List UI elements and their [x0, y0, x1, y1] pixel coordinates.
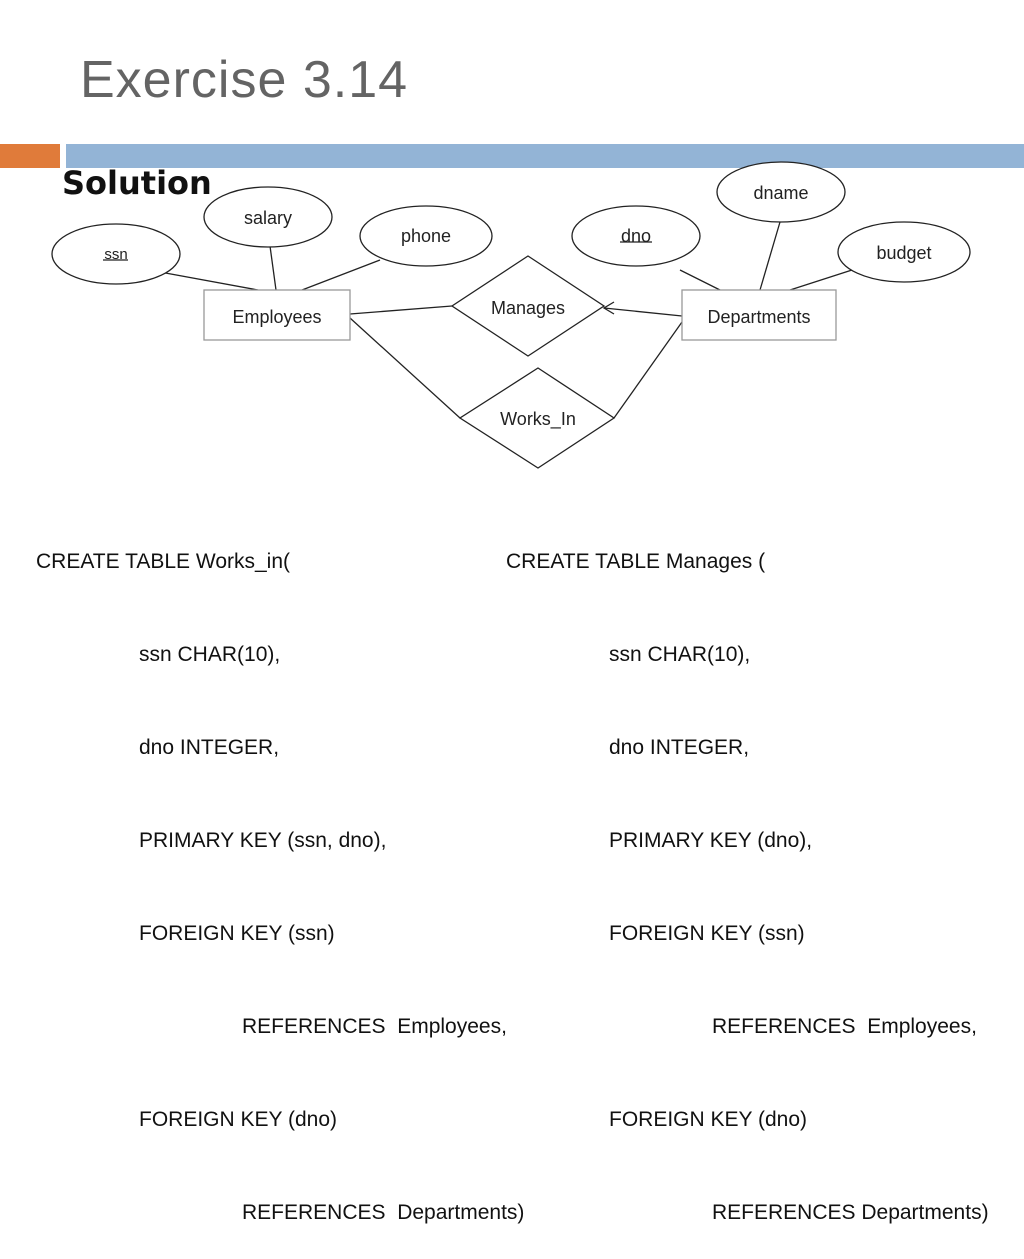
- entity-departments: [681, 289, 837, 341]
- accent-bar-orange: [0, 144, 60, 168]
- connector-ssn-employees: [159, 271, 259, 291]
- attribute-dno: [571, 205, 701, 267]
- accent-bar-blue: [66, 144, 1024, 168]
- attr-salary-label: salary: [244, 208, 292, 228]
- attribute-dname: [716, 161, 846, 223]
- sql-line: PRIMARY KEY (ssn, dno),: [139, 829, 387, 852]
- sql-manages-block: CREATE TABLE Manages ( ssn CHAR(10), dno…: [506, 484, 989, 1259]
- attr-budget-label: budget: [876, 243, 931, 263]
- connector-budget-departments: [789, 269, 853, 291]
- entity-departments-label: Departments: [707, 307, 810, 327]
- sql-works-in-block: CREATE TABLE Works_in( ssn CHAR(10), dno…: [36, 484, 524, 1259]
- connector-employees-manages: [349, 305, 453, 315]
- sql-line: REFERENCES Departments): [712, 1201, 989, 1224]
- connector-dno-departments: [679, 269, 721, 291]
- relationship-manages-label: Manages: [491, 298, 565, 318]
- entity-employees-label: Employees: [232, 307, 321, 327]
- sql-line: FOREIGN KEY (ssn): [139, 922, 335, 945]
- sql-line: FOREIGN KEY (dno): [609, 1108, 808, 1131]
- sql-line: REFERENCES Employees,: [242, 1015, 507, 1038]
- connector-worksin-departments: [613, 321, 683, 419]
- attr-dno-label: dno: [621, 226, 651, 246]
- connector-employees-worksin: [349, 317, 461, 419]
- relationship-works-in-label: Works_In: [500, 409, 576, 430]
- sql-line: REFERENCES Departments): [242, 1201, 525, 1224]
- sql-line: ssn CHAR(10),: [609, 643, 751, 666]
- sql-line: ssn CHAR(10),: [139, 643, 281, 666]
- attribute-ssn: [51, 223, 181, 285]
- sql-line: dno INTEGER,: [609, 736, 750, 759]
- entity-employees: [203, 289, 351, 341]
- attribute-budget: [837, 221, 971, 283]
- sql-line: FOREIGN KEY (ssn): [609, 922, 805, 945]
- connector-manages-departments: [603, 307, 683, 317]
- slide-title: Exercise 3.14: [80, 51, 409, 109]
- sql-line: dno INTEGER,: [139, 736, 280, 759]
- connector-dname-departments: [759, 221, 781, 291]
- sql-line: PRIMARY KEY (dno),: [609, 829, 813, 852]
- attr-dname-label: dname: [753, 183, 808, 203]
- key-constraint-arrow: [602, 301, 615, 315]
- relationship-manages: [450, 255, 606, 357]
- connector-salary-employees: [269, 245, 277, 291]
- attr-ssn-label: ssn: [104, 246, 127, 263]
- sql-line: CREATE TABLE Manages (: [506, 550, 766, 573]
- attribute-salary: [203, 186, 333, 248]
- attr-phone-label: phone: [401, 226, 451, 246]
- sql-line: CREATE TABLE Works_in(: [36, 550, 291, 573]
- connector-phone-employees: [301, 259, 381, 291]
- slide-subtitle: Solution: [62, 164, 212, 202]
- er-diagram: ssn salary phone dno dname budget Employ…: [51, 161, 971, 469]
- sql-line: REFERENCES Employees,: [712, 1015, 977, 1038]
- relationship-works-in: [458, 367, 616, 469]
- sql-line: FOREIGN KEY (dno): [139, 1108, 338, 1131]
- attribute-phone: [359, 205, 493, 267]
